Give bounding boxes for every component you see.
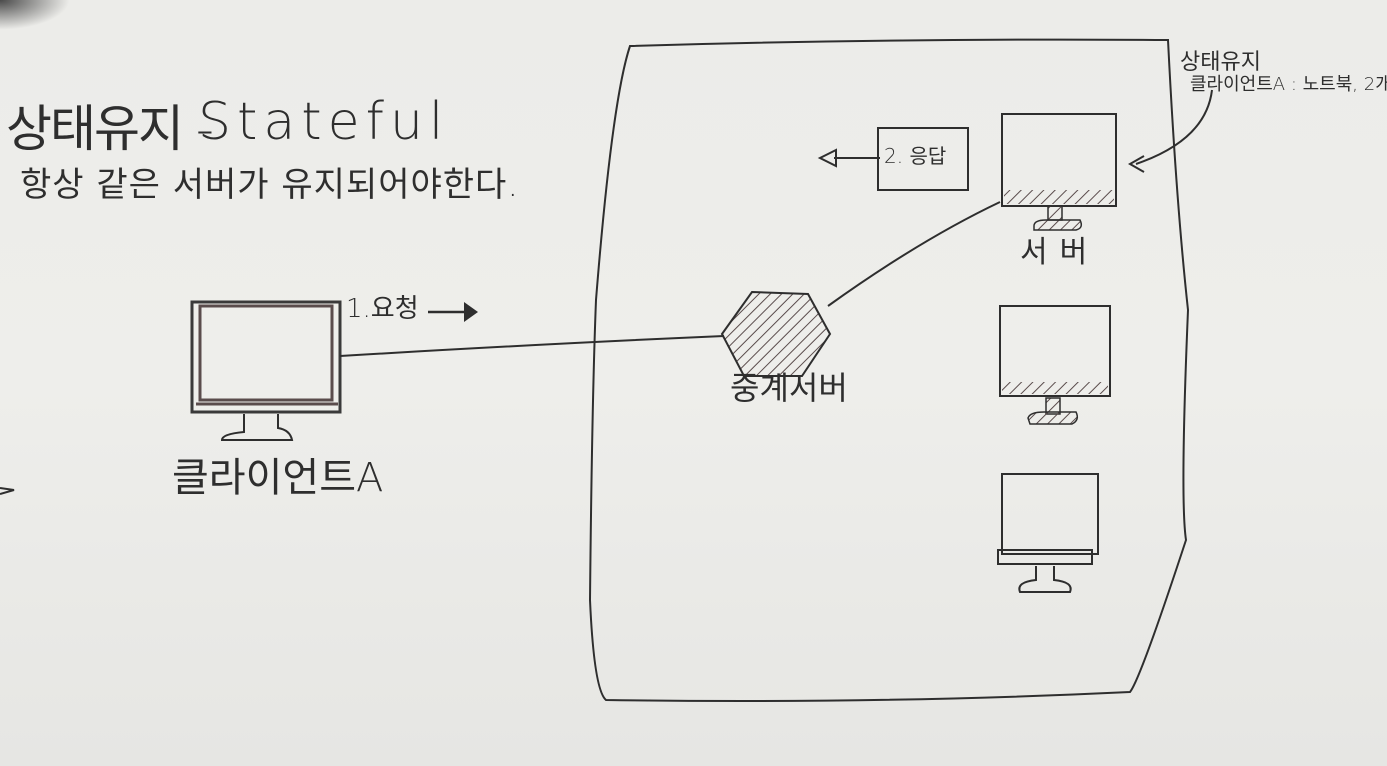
proxy-server-link	[827, 201, 1001, 307]
subtitle: 항상 같은 서버가 유지되어야한다.	[20, 165, 520, 205]
note-arrow-icon	[1127, 89, 1213, 173]
proxy-server-icon	[720, 290, 832, 377]
server-cluster-boundary	[588, 38, 1190, 702]
client-a-monitor-icon	[190, 300, 342, 441]
title-english: Stateful	[198, 92, 450, 152]
request-arrow-icon	[428, 302, 478, 322]
corner-shadow	[0, 0, 70, 30]
proxy-label: 중계서버	[730, 369, 848, 407]
server-1-monitor-icon	[1001, 113, 1117, 231]
request-label: 1.요청	[346, 294, 419, 324]
server-2-monitor-icon	[999, 305, 1111, 425]
client-label: 클라이언트A	[172, 455, 384, 501]
server-3-monitor-icon	[997, 473, 1099, 593]
note-title: 상태유지	[1180, 50, 1261, 75]
title-korean: 상태유지 -	[6, 100, 214, 158]
pen-mark	[0, 487, 15, 495]
response-label: 2. 응답	[884, 144, 947, 168]
client-proxy-link	[339, 335, 725, 357]
response-arrow-icon	[817, 148, 880, 168]
server-label: 서버	[1020, 235, 1100, 270]
note-detail: 클라이언트A : 노트북, 2개	[1190, 74, 1387, 95]
